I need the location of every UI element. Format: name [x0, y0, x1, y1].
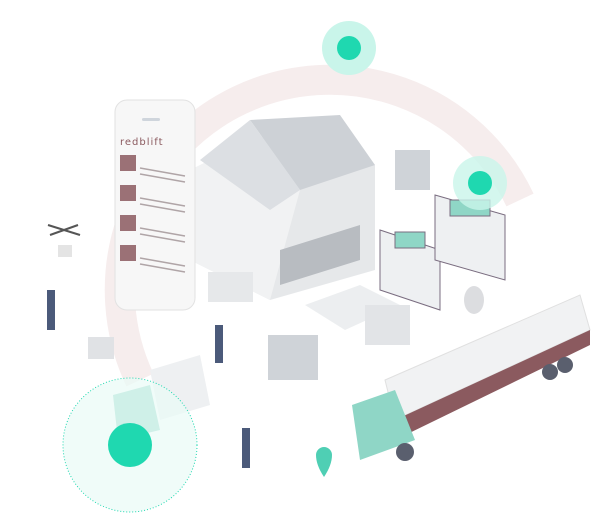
clock-icon — [120, 155, 136, 171]
storage-racks — [379, 194, 506, 311]
drone-icon — [47, 224, 81, 257]
package — [88, 337, 114, 359]
person — [242, 428, 250, 468]
pallet — [305, 285, 400, 330]
person — [215, 325, 223, 363]
forklift-bottom — [268, 335, 318, 380]
phone-logo: redblift — [120, 137, 164, 148]
map-pin-icon — [316, 447, 332, 477]
search-icon — [120, 185, 136, 201]
forklift-top — [395, 150, 430, 190]
warehouse-building — [190, 115, 375, 300]
phone-mockup: redblift — [114, 99, 196, 311]
person — [47, 290, 55, 330]
globe-icon — [120, 245, 136, 261]
boxes — [208, 272, 253, 302]
delivery-truck — [352, 294, 591, 461]
boxes — [365, 305, 410, 345]
barrel — [464, 286, 484, 314]
chart-icon — [120, 215, 136, 231]
